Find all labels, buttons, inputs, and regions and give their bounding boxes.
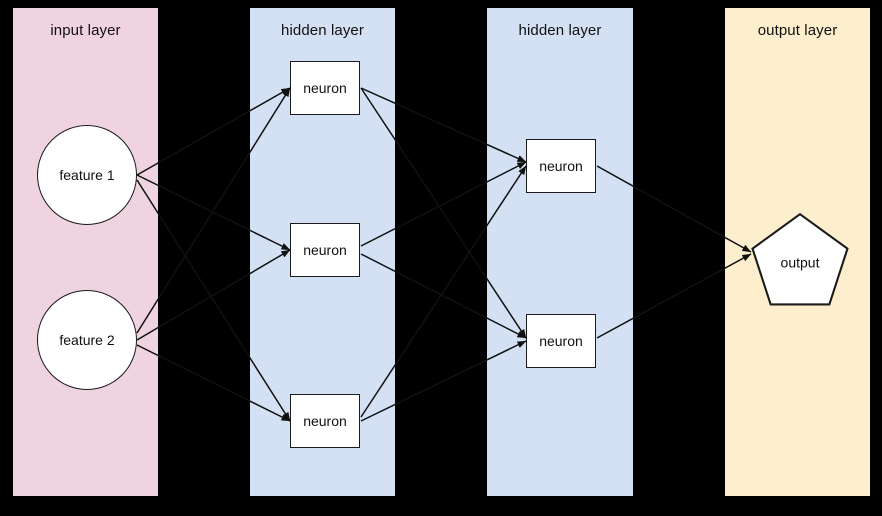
node-label: feature 1 bbox=[59, 167, 115, 183]
node-label: neuron bbox=[303, 413, 347, 429]
node-input-1[interactable]: feature 1 bbox=[37, 125, 137, 225]
layer-title-hidden-2: hidden layer bbox=[518, 22, 602, 39]
layer-title-output: output layer bbox=[757, 22, 838, 39]
node-label: feature 2 bbox=[59, 332, 115, 348]
node-label: neuron bbox=[303, 80, 347, 96]
node-hidden-2-1[interactable]: neuron bbox=[526, 139, 596, 193]
node-input-2[interactable]: feature 2 bbox=[37, 290, 137, 390]
node-label: neuron bbox=[539, 333, 583, 349]
pentagon-shape-icon bbox=[751, 212, 849, 306]
node-output-pentagon[interactable]: output bbox=[748, 210, 852, 314]
node-hidden-1-1[interactable]: neuron bbox=[290, 61, 360, 115]
node-label: neuron bbox=[539, 158, 583, 174]
node-label: neuron bbox=[303, 242, 347, 258]
layer-title-hidden-1: hidden layer bbox=[281, 22, 364, 39]
layer-title-input: input layer bbox=[50, 22, 121, 39]
layer-panel-hidden-2: hidden layer bbox=[487, 8, 633, 496]
node-hidden-1-2[interactable]: neuron bbox=[290, 223, 360, 277]
node-hidden-2-2[interactable]: neuron bbox=[526, 314, 596, 368]
node-hidden-1-3[interactable]: neuron bbox=[290, 394, 360, 448]
layer-panel-input: input layer bbox=[13, 8, 158, 496]
